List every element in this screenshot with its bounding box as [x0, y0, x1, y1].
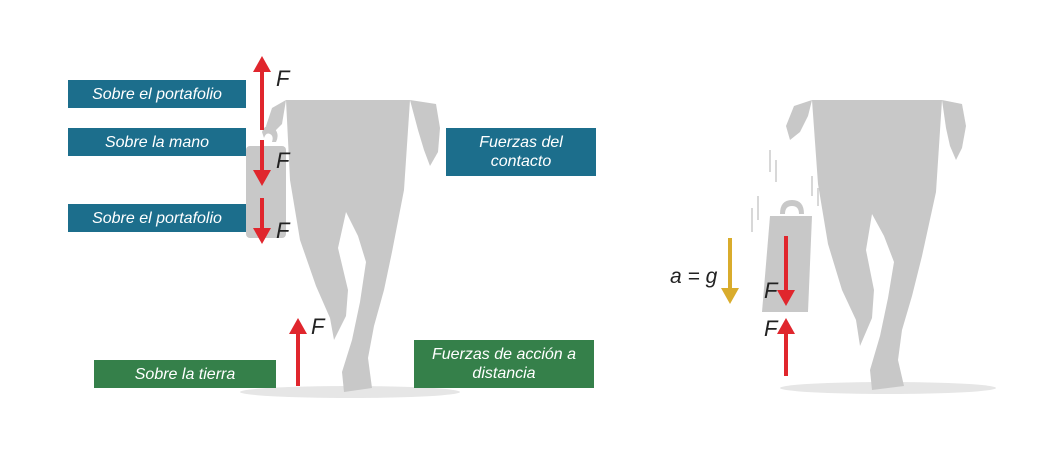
- force-label-f-3: F: [276, 218, 290, 243]
- label-text: Sobre la mano: [104, 133, 210, 151]
- force-arrow-up-tierra: [289, 318, 307, 386]
- label-text: Sobre la tierra: [134, 365, 236, 383]
- person-legs-right: [786, 100, 966, 390]
- force-label-f-2: F: [276, 148, 290, 173]
- force-arrow-down-mano: [253, 140, 271, 186]
- acceleration-label: a = g: [670, 265, 718, 288]
- label-text: Sobre el portafolio: [92, 209, 222, 227]
- label-sobre-portafolio-top: Sobre el portafolio: [68, 80, 246, 108]
- label-sobre-mano: Sobre la mano: [68, 128, 246, 156]
- force-arrow-down-falling: [777, 236, 795, 306]
- ground-shadow-left: [240, 386, 460, 398]
- acceleration-arrow: [721, 238, 739, 304]
- briefcase-left: [246, 125, 286, 238]
- force-arrows-right: [777, 236, 795, 376]
- force-arrows-left: [253, 56, 307, 386]
- person-legs-left: [266, 100, 440, 392]
- force-label-f-4: F: [311, 314, 325, 339]
- force-arrow-up-earth-right: [777, 318, 795, 376]
- force-arrow-down-portafolio: [253, 198, 271, 244]
- motion-streaks: [751, 150, 819, 232]
- label-text: Sobre el portafolio: [92, 85, 222, 103]
- label-fuerzas-contacto: Fuerzas del contacto: [446, 128, 596, 176]
- label-text: Fuerzas del contacto: [479, 134, 563, 170]
- label-text: Fuerzas de acción a distancia: [431, 346, 577, 382]
- label-sobre-portafolio-bottom: Sobre el portafolio: [68, 204, 246, 232]
- force-label-f-1: F: [276, 66, 290, 91]
- label-sobre-tierra: Sobre la tierra: [94, 360, 276, 388]
- label-fuerzas-distancia: Fuerzas de acción a distancia: [414, 340, 594, 388]
- force-label-f-6: F: [764, 316, 778, 341]
- force-arrow-up-portafolio: [253, 56, 271, 130]
- force-label-f-5: F: [764, 278, 778, 303]
